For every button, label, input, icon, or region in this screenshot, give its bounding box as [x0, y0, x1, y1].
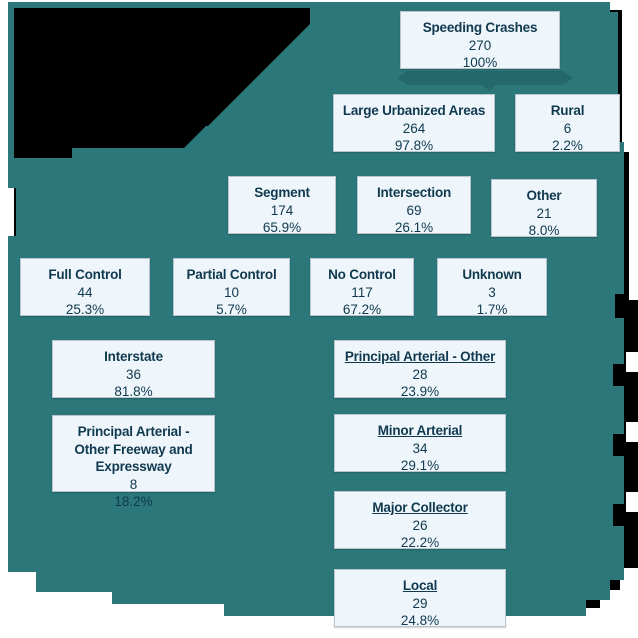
node-count: 3 — [488, 284, 496, 300]
node-local[interactable]: Local 29 24.8% — [334, 569, 506, 629]
node-percent: 24.8% — [400, 613, 440, 629]
node-percent: 5.7% — [216, 302, 247, 318]
node-percent: 26.1% — [394, 220, 434, 236]
node-title: Large Urbanized Areas — [342, 103, 486, 118]
node-percent: 81.8% — [114, 384, 153, 400]
connector-root-to-area — [397, 71, 573, 91]
node-percent: 65.9% — [262, 220, 302, 236]
node-principal-arterial-freeway-expressway[interactable]: Principal Arterial - Other Freeway and E… — [52, 415, 215, 509]
node-title: Segment — [254, 185, 310, 200]
node-rural[interactable]: Rural 6 2.2% — [515, 94, 620, 154]
node-title: Other — [526, 188, 562, 203]
node-major-collector[interactable]: Major Collector 26 22.2% — [334, 491, 506, 551]
node-title: Full Control — [48, 267, 122, 282]
node-count: 6 — [563, 120, 572, 136]
node-percent: 97.8% — [394, 138, 434, 154]
node-percent: 18.2% — [114, 494, 153, 510]
node-count: 270 — [468, 37, 492, 53]
node-unknown[interactable]: Unknown 3 1.7% — [437, 258, 547, 318]
node-count: 264 — [402, 120, 426, 136]
node-title: Local — [402, 578, 438, 593]
node-title: Principal Arterial - Other Freeway and E… — [74, 424, 193, 475]
node-title: Interstate — [104, 349, 163, 364]
node-count: 34 — [412, 440, 428, 456]
node-principal-arterial-other[interactable]: Principal Arterial - Other 28 23.9% — [334, 340, 506, 400]
node-count: 10 — [223, 284, 240, 300]
node-interstate[interactable]: Interstate 36 81.8% — [52, 340, 215, 400]
node-other[interactable]: Other 21 8.0% — [491, 179, 597, 239]
node-title: Principal Arterial - Other — [344, 349, 496, 364]
node-count: 21 — [536, 205, 552, 221]
node-percent: 23.9% — [400, 384, 440, 400]
node-percent: 67.2% — [342, 302, 382, 318]
node-title: Unknown — [462, 267, 522, 282]
node-segment[interactable]: Segment 174 65.9% — [228, 176, 336, 236]
node-title: Minor Arterial — [377, 423, 463, 438]
node-title: Rural — [550, 103, 585, 118]
node-title: Partial Control — [186, 267, 277, 282]
node-percent: 1.7% — [476, 302, 508, 318]
node-full-control[interactable]: Full Control 44 25.3% — [20, 258, 150, 318]
node-minor-arterial[interactable]: Minor Arterial 34 29.1% — [334, 414, 506, 474]
node-count: 36 — [125, 366, 142, 382]
node-partial-control[interactable]: Partial Control 10 5.7% — [173, 258, 290, 318]
node-count: 28 — [412, 366, 428, 382]
node-count: 117 — [351, 284, 373, 300]
node-title: Major Collector — [372, 500, 468, 515]
node-count: 44 — [77, 284, 93, 300]
node-count: 8 — [129, 476, 138, 492]
node-intersection[interactable]: Intersection 69 26.1% — [357, 176, 471, 236]
node-speeding-crashes[interactable]: Speeding Crashes 270 100% — [400, 11, 560, 71]
node-no-control[interactable]: No Control 117 67.2% — [310, 258, 414, 318]
node-count: 26 — [412, 517, 428, 533]
node-count: 174 — [270, 202, 294, 218]
node-count: 69 — [406, 202, 422, 218]
node-percent: 29.1% — [400, 458, 440, 474]
node-percent: 8.0% — [528, 223, 560, 239]
node-percent: 22.2% — [400, 535, 440, 551]
node-percent: 25.3% — [65, 302, 105, 318]
node-large-urbanized-areas[interactable]: Large Urbanized Areas 264 97.8% — [333, 94, 495, 154]
node-percent: 2.2% — [552, 138, 583, 154]
node-title: Intersection — [376, 185, 452, 200]
node-count: 29 — [412, 595, 428, 611]
node-title: Speeding Crashes — [422, 20, 538, 35]
node-percent: 100% — [462, 55, 498, 71]
node-title: No Control — [328, 267, 396, 282]
